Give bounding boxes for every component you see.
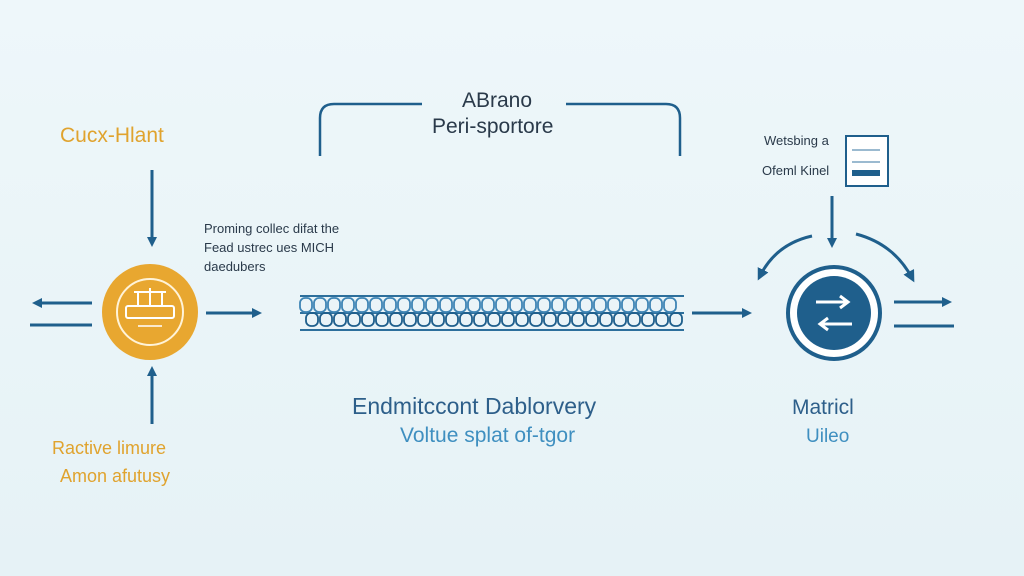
middle-note-line3: daedubers: [204, 259, 266, 274]
chain-title: Endmitccont Dablorvery: [352, 393, 597, 419]
left-node-title: Cucx-Hlant: [60, 124, 164, 147]
top-bracket: [318, 102, 682, 156]
document-icon: [845, 135, 889, 187]
right-doc-line1: Wetsbing a: [764, 133, 829, 148]
curved-arrow-right: [855, 232, 915, 283]
right-node-subtitle: Uileo: [806, 426, 850, 447]
middle-note-line2: Fead ustrec ues MICH: [204, 240, 335, 255]
right-node-title: Matricl: [792, 396, 854, 419]
curved-arrow-left: [757, 234, 813, 281]
left-node-caption-line2: Amon afutusy: [60, 466, 171, 486]
coin-icon: [102, 264, 198, 360]
left-node-caption-line1: Ractive limure: [52, 438, 167, 458]
middle-note-line1: Proming collec difat the: [204, 221, 340, 236]
top-bracket-title: ABrano: [462, 89, 533, 112]
exchange-icon: [786, 265, 882, 361]
top-bracket-subtitle: Peri-sportore: [432, 115, 554, 138]
chain-icon: [299, 295, 684, 331]
chain-subtitle: Voltue splat of-tgor: [400, 424, 576, 447]
right-doc-line2: Ofeml Kinel: [762, 163, 830, 178]
